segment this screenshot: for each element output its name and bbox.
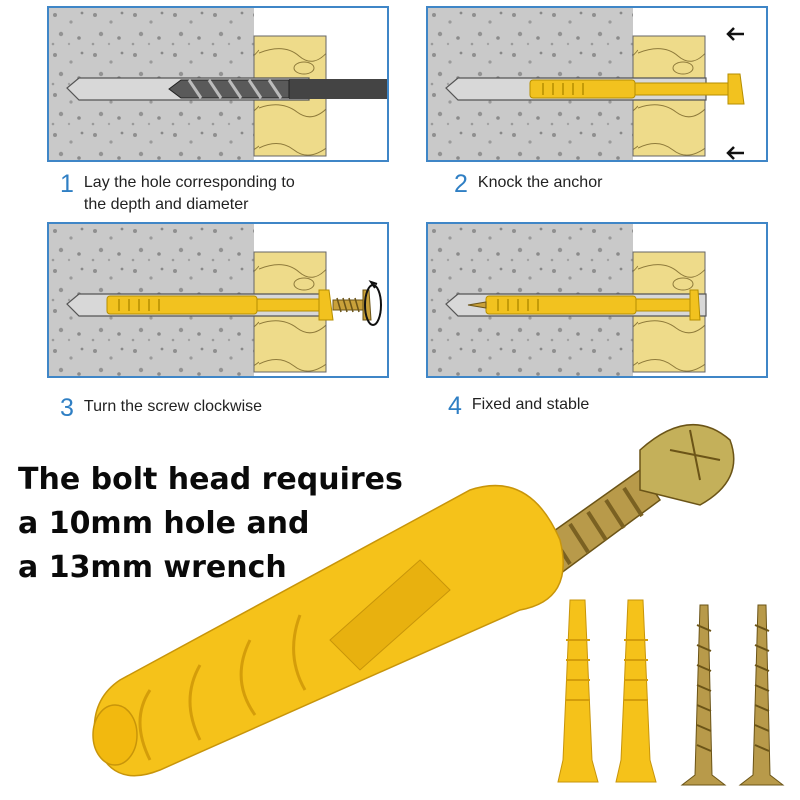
step-text-line: the depth and diameter <box>83 196 249 213</box>
arrow-left-icon <box>726 27 744 160</box>
step-2-caption: 2 Knock the anchor <box>454 170 602 198</box>
drill-bit-icon <box>168 79 387 99</box>
headline: The bolt head requires a 10mm hole and a… <box>18 458 403 590</box>
anchor-icon <box>106 289 334 321</box>
step-number: 4 <box>448 392 462 420</box>
step-3-caption: 3 Turn the screw clockwise <box>60 394 262 422</box>
step-text: Fixed and stable <box>471 396 590 413</box>
step-3-panel <box>47 222 389 378</box>
headline-line: a 10mm hole and <box>18 506 310 541</box>
small-screw-icon <box>680 604 785 786</box>
step-4-panel <box>426 222 768 378</box>
anchor-icon <box>529 73 745 105</box>
step-1-illustration <box>49 8 387 160</box>
anchor-icon <box>467 289 701 321</box>
rotate-arrow-icon <box>364 280 382 326</box>
step-4-illustration <box>428 224 766 376</box>
step-text: Turn the screw clockwise <box>83 398 263 415</box>
step-text: Knock the anchor <box>477 174 603 191</box>
step-2-panel <box>426 6 768 162</box>
step-3-illustration <box>49 224 387 376</box>
step-number: 3 <box>60 394 74 422</box>
step-1-panel <box>47 6 389 162</box>
headline-line: The bolt head requires <box>18 462 403 497</box>
step-1-caption: 1 Lay the hole corresponding to the dept… <box>60 170 295 216</box>
step-number: 1 <box>60 170 74 198</box>
step-text-line: Lay the hole corresponding to <box>83 174 295 191</box>
step-number: 2 <box>454 170 468 198</box>
headline-line: a 13mm wrench <box>18 550 287 585</box>
step-2-illustration <box>428 8 766 160</box>
step-4-caption: 4 Fixed and stable <box>448 392 589 420</box>
small-anchor-icon <box>557 599 657 783</box>
product-illustration <box>92 423 785 786</box>
step-text: Lay the hole corresponding to the depth … <box>84 170 295 216</box>
anchor-icon <box>92 484 564 777</box>
